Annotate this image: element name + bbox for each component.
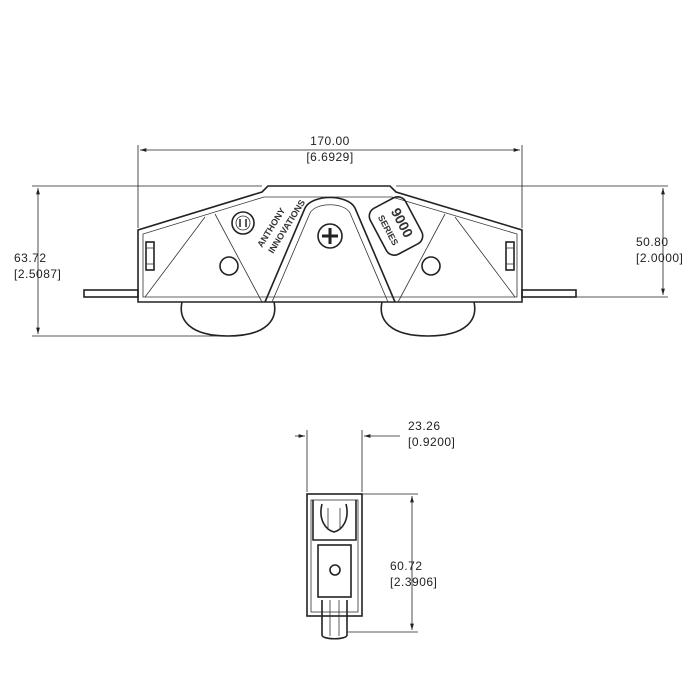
dim-overall-width: 170.00 [6.6929]: [137, 134, 523, 228]
center-screw-icon: [317, 223, 343, 249]
right-mount-hole: [421, 256, 441, 276]
series-badge: 9000 SERIES: [368, 196, 424, 256]
dim-width-imperial: [6.6929]: [306, 150, 353, 164]
side-view: [306, 493, 363, 640]
left-wheel: [180, 301, 276, 337]
dim-side-height: 60.72 [2.3906]: [348, 493, 437, 633]
dim-side-height-imperial: [2.3906]: [390, 575, 437, 589]
front-view: ANTHONY INNOVATIONS 9000 SERIES: [83, 185, 577, 337]
right-axle-plate: [521, 289, 577, 298]
dim-side-width-value: 23.26: [408, 419, 441, 433]
dim-side-width: 23.26 [0.9200]: [295, 419, 455, 492]
side-axle-hole: [329, 564, 341, 576]
dim-height-imperial: [2.5087]: [14, 267, 61, 281]
dim-side-width-imperial: [0.9200]: [408, 435, 455, 449]
dim-body-height: 50.80 [2.0000]: [396, 185, 683, 298]
dim-height-value: 63.72: [14, 251, 47, 265]
dim-side-height-value: 60.72: [390, 559, 423, 573]
left-axle-plate: [83, 289, 139, 298]
right-wheel: [380, 301, 476, 337]
left-mount-hole: [219, 256, 239, 276]
dim-overall-height: 63.72 [2.5087]: [14, 185, 262, 337]
dim-body-value: 50.80: [636, 235, 669, 249]
left-clip: [145, 241, 155, 271]
roller-body: [137, 185, 523, 303]
dim-width-value: 170.00: [310, 134, 350, 148]
right-clip: [505, 241, 515, 271]
dim-body-imperial: [2.0000]: [636, 251, 683, 265]
